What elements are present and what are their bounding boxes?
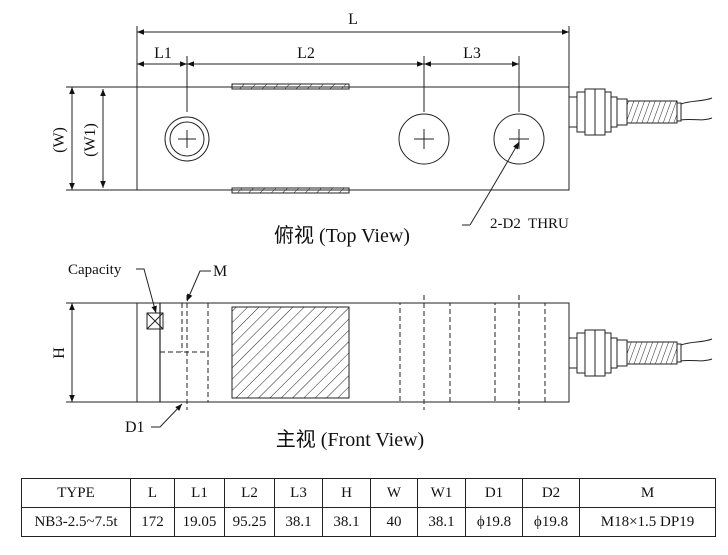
header-d1: D1 [465, 478, 523, 508]
cell-m: M18×1.5 DP19 [579, 507, 716, 537]
top-hatch-strip-upper [231, 83, 350, 90]
top-hole-left-outer [164, 116, 210, 162]
cell-w1: 38.1 [417, 507, 466, 537]
header-w1: W1 [417, 478, 466, 508]
cell-w: 40 [370, 507, 418, 537]
capacity-marker [146, 312, 164, 330]
capacity-leader [136, 268, 157, 314]
cell-d2: ϕ19.8 [522, 507, 580, 537]
front-view-title: 主视 (Front View) [276, 428, 424, 451]
top-cable-gland [568, 88, 713, 136]
spec-table-row: NB3-2.5~7.5t 172 19.05 95.25 38.1 38.1 4… [21, 507, 716, 537]
front-hatch-section [231, 306, 350, 399]
dim-label-W: (W) [51, 127, 68, 153]
cell-type: NB3-2.5~7.5t [21, 507, 131, 537]
front-view [66, 268, 713, 428]
header-type: TYPE [21, 478, 131, 508]
dim-label-L: L [348, 11, 358, 28]
m-label: M [213, 263, 227, 280]
spec-table: TYPE L L1 L2 L3 H W W1 D1 D2 M NB3-2.5~7… [21, 478, 716, 537]
cell-l1: 19.05 [174, 507, 225, 537]
d1-leader [151, 403, 183, 428]
dim-label-W1: (W1) [82, 123, 99, 157]
hole-callout-leader [469, 141, 520, 226]
top-view [66, 26, 713, 226]
top-hole-left-inner [169, 121, 205, 157]
technical-drawing: L L1 L2 L3 (W) (W1) 2-D2 THRU 俯视 (Top Vi… [51, 11, 713, 451]
m-leader [186, 270, 211, 302]
hole-callout-label: 2-D2 THRU [490, 216, 569, 232]
front-cable-gland [568, 329, 713, 377]
header-w: W [370, 478, 418, 508]
header-l: L [130, 478, 175, 508]
cell-d1: ϕ19.8 [465, 507, 523, 537]
capacity-label: Capacity [68, 262, 122, 278]
dim-label-L1: L1 [154, 45, 172, 62]
header-l3: L3 [274, 478, 323, 508]
d1-label: D1 [125, 419, 145, 436]
top-body [136, 86, 570, 191]
header-d2: D2 [522, 478, 580, 508]
cell-l2: 95.25 [224, 507, 275, 537]
dim-label-H: H [51, 347, 68, 359]
top-view-title: 俯视 (Top View) [274, 224, 410, 247]
cell-h: 38.1 [322, 507, 371, 537]
cell-l3: 38.1 [274, 507, 323, 537]
spec-table-header-row: TYPE L L1 L2 L3 H W W1 D1 D2 M [21, 478, 716, 508]
top-hole-right [493, 113, 545, 165]
header-l1: L1 [174, 478, 225, 508]
top-hole-mid [398, 113, 450, 165]
top-hatch-strip-lower [231, 187, 350, 194]
dim-label-L2: L2 [297, 45, 315, 62]
dim-label-L3: L3 [463, 45, 481, 62]
header-m: M [579, 478, 716, 508]
header-l2: L2 [224, 478, 275, 508]
cell-l: 172 [130, 507, 175, 537]
front-body [136, 302, 570, 403]
header-h: H [322, 478, 371, 508]
